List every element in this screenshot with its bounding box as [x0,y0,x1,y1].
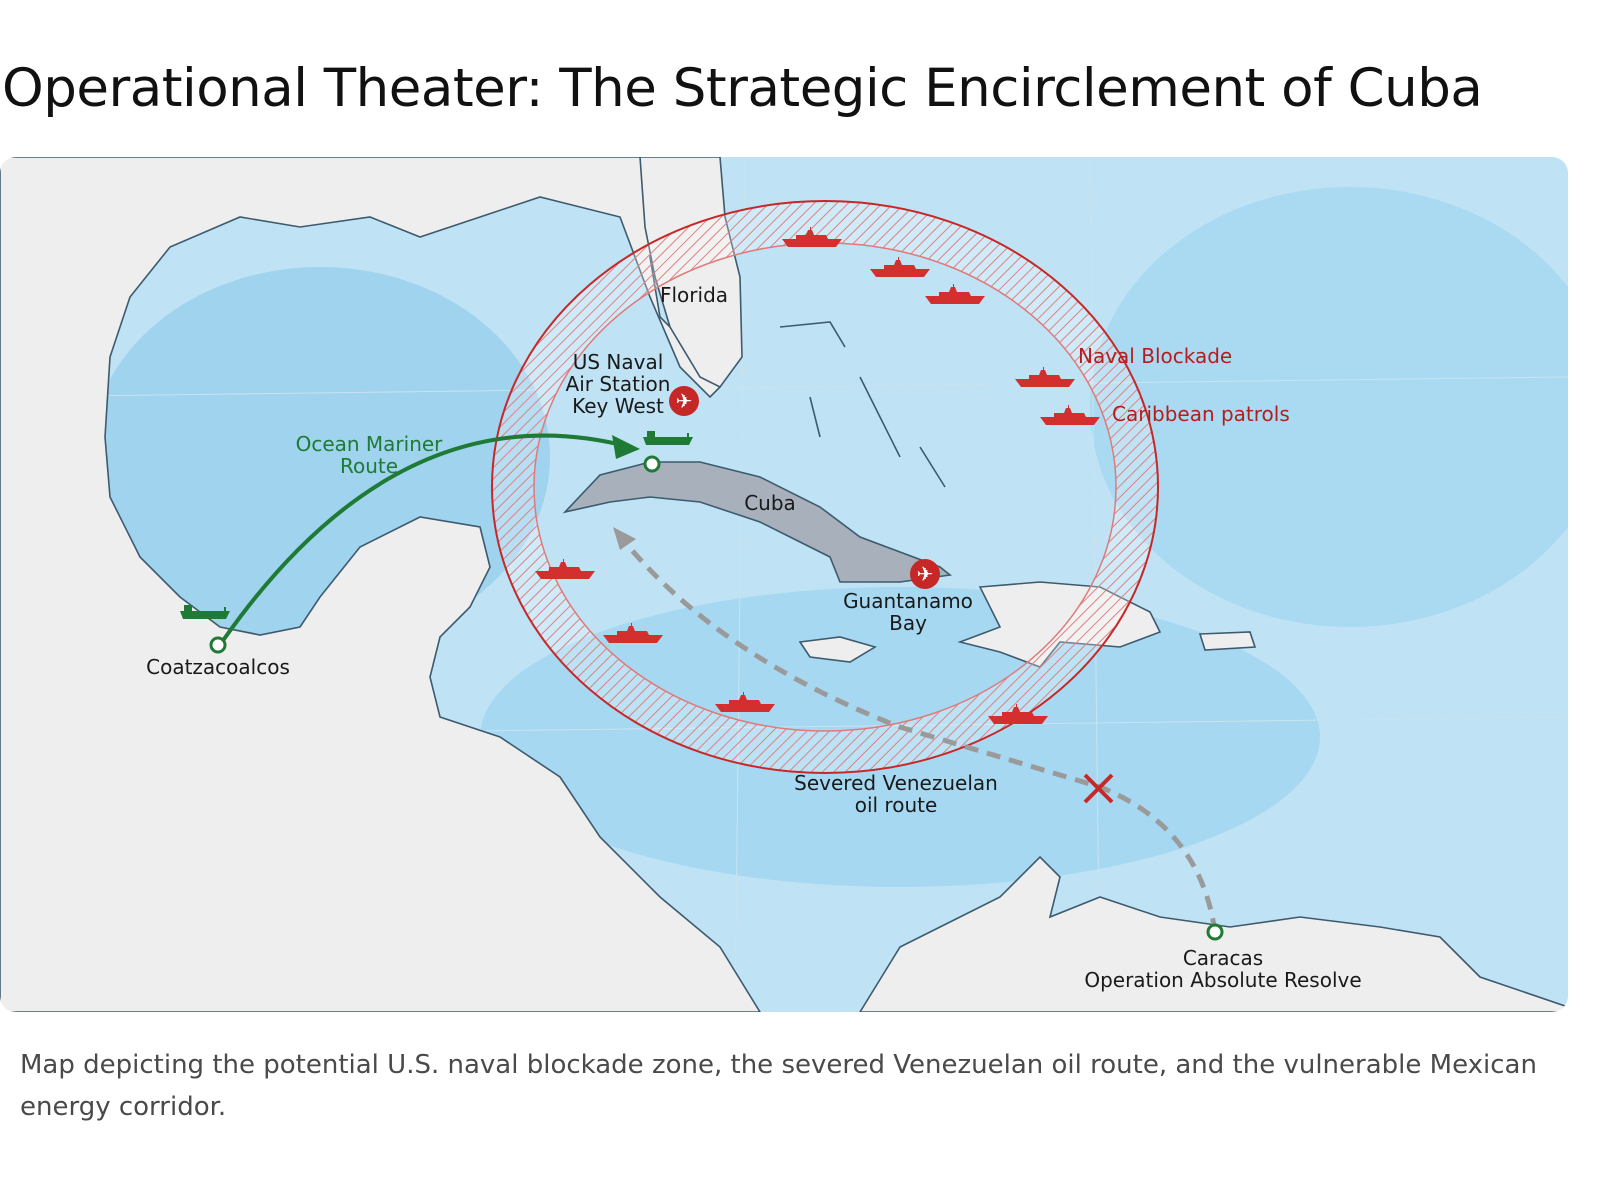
label-guantanamo-1: Guantanamo [843,589,973,613]
ocean-mariner-route [220,433,631,644]
label-florida: Florida [660,283,728,307]
route-arrowhead [612,435,640,459]
svg-text:✈: ✈ [676,391,693,413]
north-america-gulf-coast [0,157,761,1012]
jamaica [798,636,877,663]
blockade-zone [491,200,1159,774]
page-title: Operational Theater: The Strategic Encir… [2,58,1483,119]
theater-map: ✈ ✈ Florida US Naval Air Station Key Wes… [0,157,1568,1012]
bahamas [779,321,946,488]
tanker-icon [643,431,693,445]
cuba [562,461,952,583]
label-operation: Operation Absolute Resolve [1084,968,1361,992]
label-naval-blockade: Naval Blockade [1078,344,1232,368]
airbase-icon: ✈ [910,559,940,589]
label-guantanamo-2: Bay [889,611,927,635]
label-ocean-mariner-1: Ocean Mariner [296,432,444,456]
map-caption: Map depicting the potential U.S. naval b… [20,1050,1537,1122]
port-marker-icon [643,455,661,473]
label-caracas: Caracas [1183,946,1263,970]
label-severed-route-2: oil route [855,793,938,817]
severed-x-icon [1083,773,1114,804]
severed-route-arrowhead [613,527,636,550]
port-marker-icon [209,636,227,654]
warship-icon [870,257,930,277]
label-cuba: Cuba [744,491,796,515]
label-coatzacoalcos: Coatzacoalcos [146,655,290,679]
puerto-rico [1198,631,1257,651]
label-caribbean-patrols: Caribbean patrols [1112,402,1290,426]
label-severed-route-1: Severed Venezuelan [794,771,998,795]
label-key-west-3: Key West [572,394,664,418]
warship-icon [1015,367,1075,387]
severed-oil-route [623,540,1218,933]
airbase-icon: ✈ [669,386,699,416]
port-marker-icon [1206,923,1224,941]
warship-icon [925,284,985,304]
map-svg: ✈ ✈ Florida US Naval Air Station Key Wes… [0,157,1568,1012]
label-key-west-1: US Naval [573,350,664,374]
label-key-west-2: Air Station [566,372,671,396]
label-ocean-mariner-2: Route [340,454,398,478]
svg-text:✈: ✈ [917,564,934,586]
